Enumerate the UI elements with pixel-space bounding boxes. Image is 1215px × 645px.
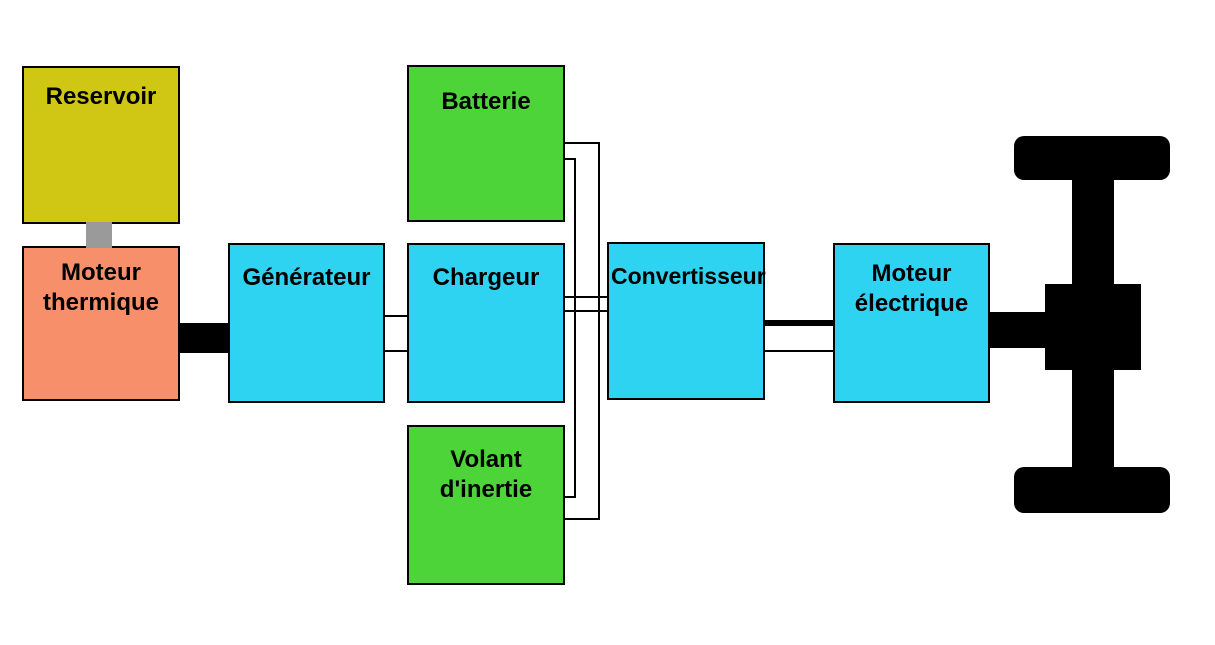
block-batterie: Batterie [407,65,565,222]
wire-generateur-chargeur-2 [384,350,408,352]
block-reservoir: Reservoir [22,66,180,224]
block-moteur-electrique-label: Moteur électrique [854,260,969,317]
wire-convertisseur-moteur-1 [764,320,834,326]
wire-generateur-chargeur-1 [384,315,408,317]
shaft-thermique-generateur [179,323,229,353]
block-generateur: Générateur [228,243,385,403]
wire-batterie-stub-1 [564,142,600,144]
wire-volant-stub-1 [564,496,576,498]
block-batterie-label: Batterie [441,88,531,115]
block-convertisseur-label: Convertisseur [611,263,766,289]
fuel-pipe-connector [86,222,112,248]
block-reservoir-label: Reservoir [45,83,157,110]
wire-bus-vertical-1 [574,158,576,498]
block-chargeur-label: Chargeur [432,264,540,291]
block-moteur-electrique: Moteur électrique [833,243,990,403]
block-volant-inertie-label: Volant d'inertie [439,446,533,503]
wheel-bottom-icon [1014,467,1170,513]
block-volant-inertie: Volant d'inertie [407,425,565,585]
block-moteur-thermique: Moteur thermique [22,246,180,401]
wheel-top-icon [1014,136,1170,180]
wire-chargeur-convertisseur-1 [564,296,608,298]
wire-volant-stub-2 [564,518,600,520]
block-generateur-label: Générateur [242,264,371,291]
wire-convertisseur-moteur-2 [764,350,834,352]
wire-chargeur-convertisseur-2 [564,310,608,312]
wire-bus-vertical-2 [598,142,600,520]
block-chargeur: Chargeur [407,243,565,403]
drive-shaft [989,312,1047,348]
block-moteur-thermique-label: Moteur thermique [42,259,159,316]
wire-batterie-stub-2 [564,158,576,160]
block-convertisseur: Convertisseur [607,242,766,400]
differential-hub [1045,284,1141,370]
